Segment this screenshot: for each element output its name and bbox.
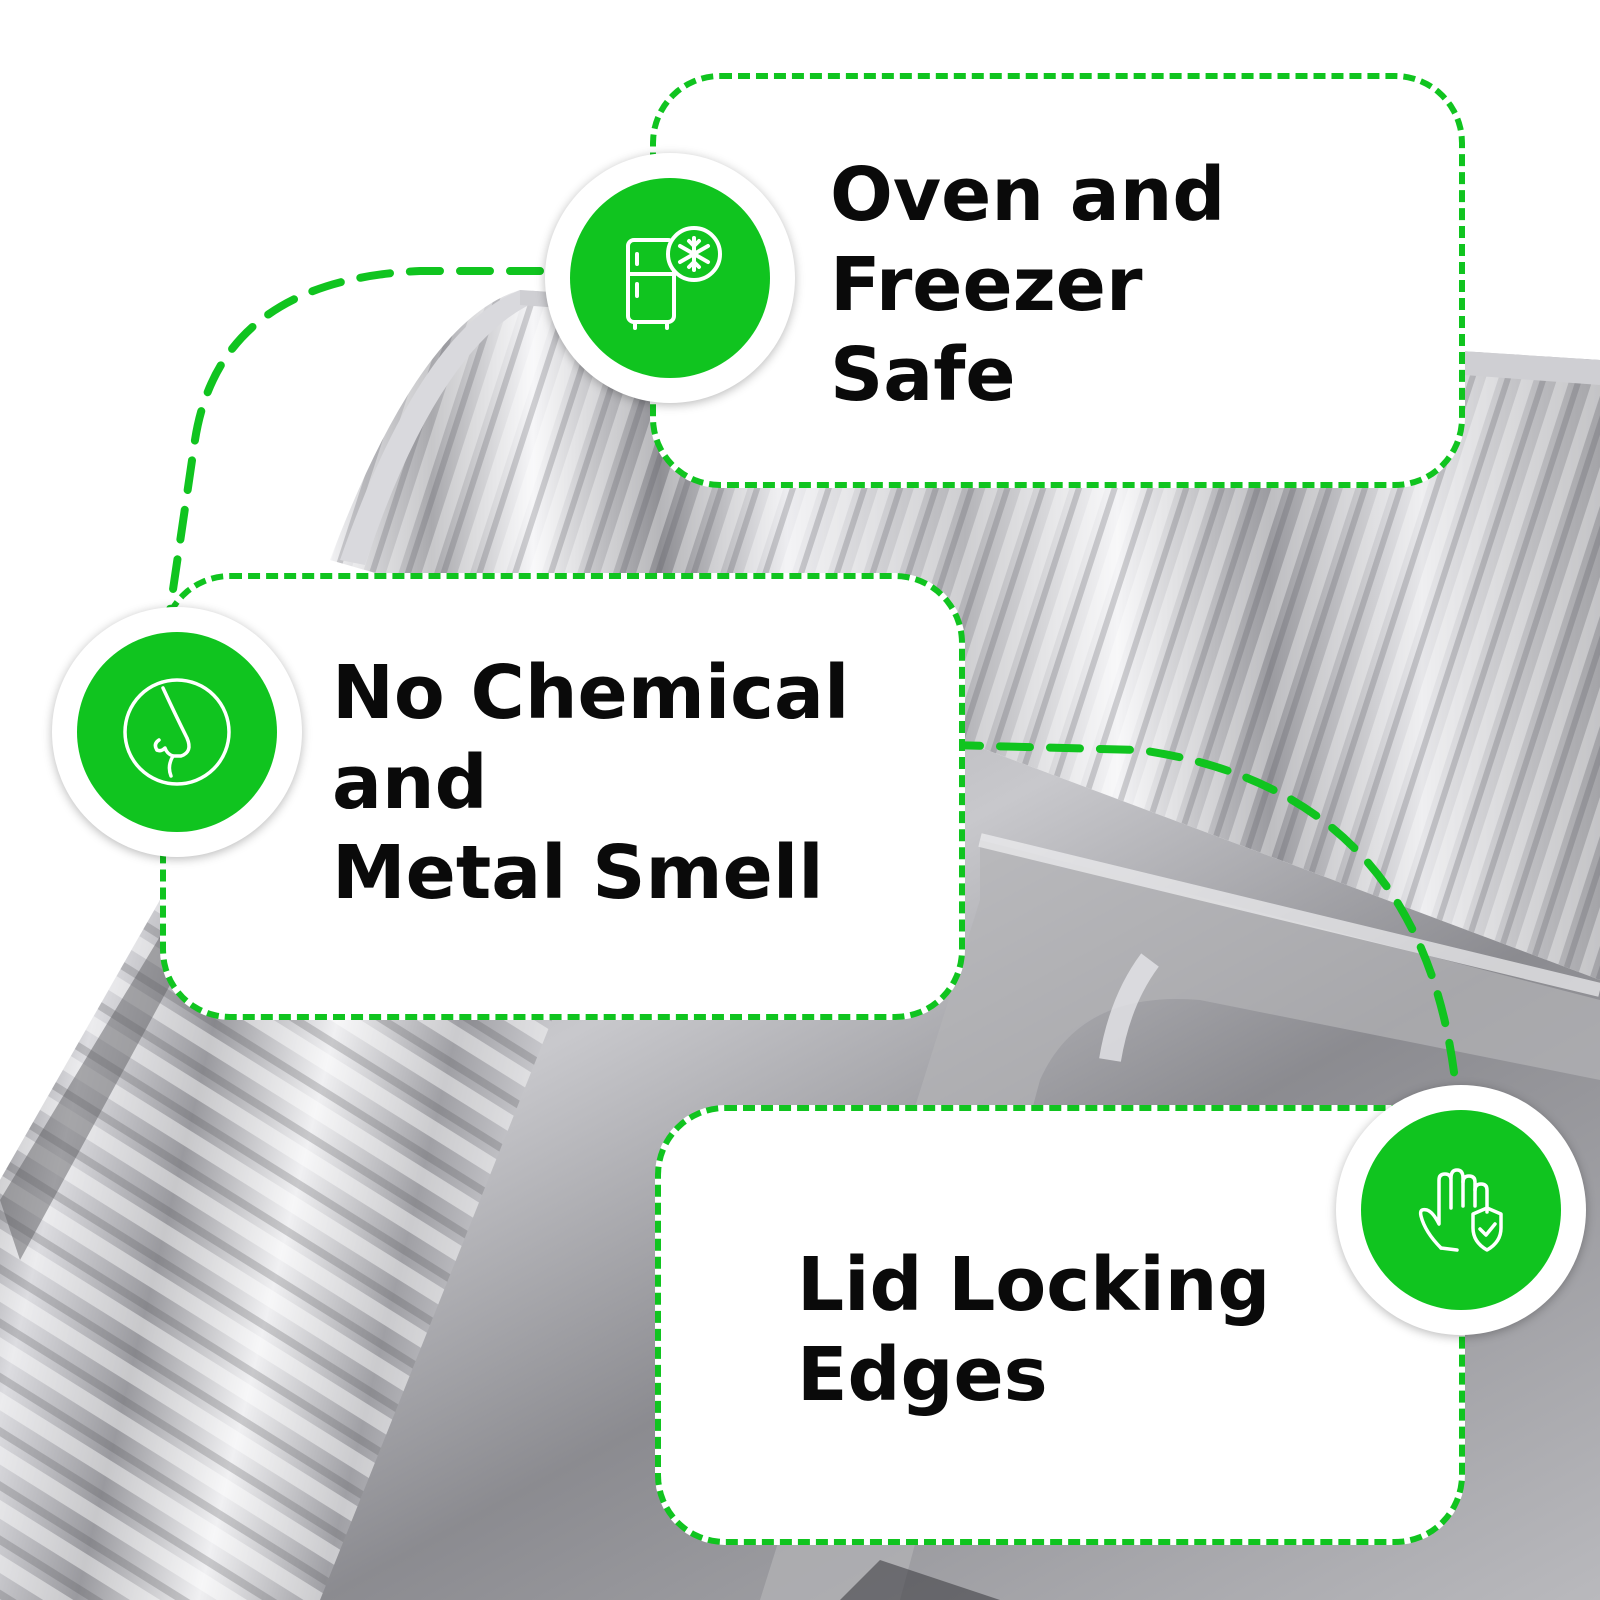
hand-shield-icon: [1418, 1168, 1503, 1252]
feature-text-no-smell: No Chemical and Metal Smell: [332, 648, 849, 918]
no-smell-badge: [52, 607, 302, 857]
feature-line: Safe: [830, 332, 1016, 418]
feature-card-oven-freezer: [650, 73, 1465, 488]
feature-text-oven-freezer: Oven and Freezer Safe: [830, 150, 1225, 420]
feature-line: Freezer: [830, 242, 1143, 328]
feature-line: Metal Smell: [332, 830, 824, 916]
nose-icon: [123, 678, 231, 786]
fridge-snowflake-icon: [626, 226, 722, 330]
feature-text-lid-locking: Lid Locking Edges: [797, 1240, 1270, 1420]
feature-line: Edges: [797, 1332, 1048, 1418]
feature-line: Lid Locking: [797, 1242, 1271, 1328]
oven-freezer-badge: [545, 153, 795, 403]
feature-card-no-smell: [160, 573, 965, 1020]
feature-line: No Chemical: [332, 650, 850, 736]
feature-line: and: [332, 740, 488, 826]
feature-card-lid-locking: [655, 1105, 1465, 1545]
lid-locking-badge: [1336, 1085, 1586, 1335]
feature-line: Oven and: [830, 152, 1226, 238]
